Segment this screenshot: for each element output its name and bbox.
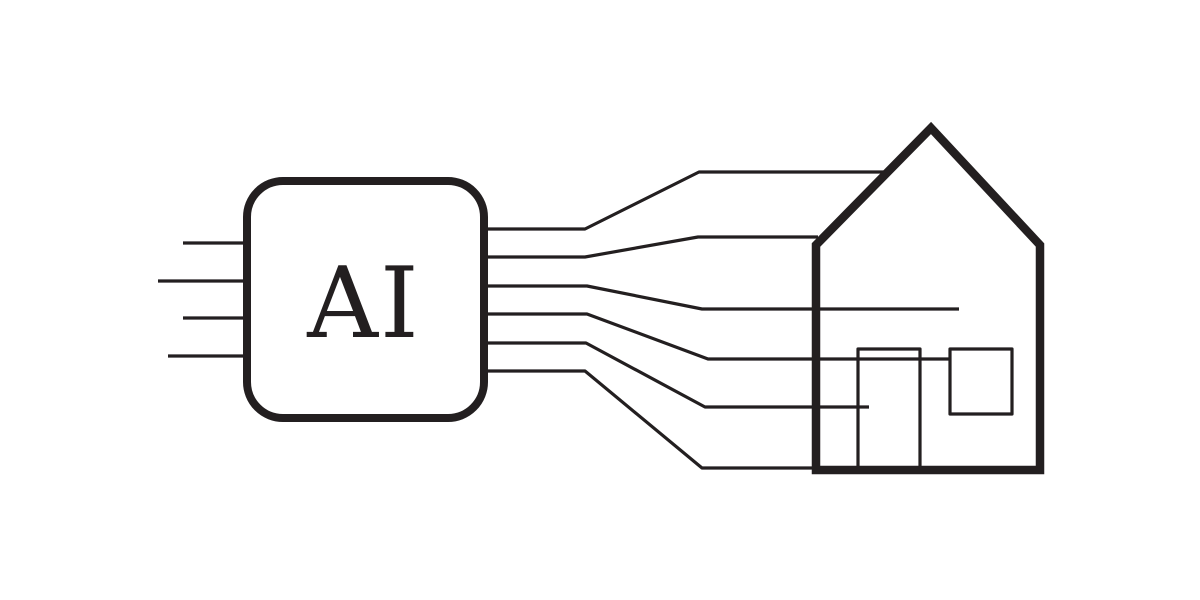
house-window — [948, 347, 1014, 416]
wire-6 — [485, 369, 814, 470]
wire-3 — [485, 284, 959, 311]
wire-4 — [485, 312, 950, 361]
connection-wires — [485, 170, 959, 470]
wire-2 — [485, 235, 818, 259]
house-door — [856, 347, 922, 469]
house-outline — [811, 121, 1045, 475]
house-icon — [811, 121, 1045, 475]
wire-5 — [485, 341, 869, 409]
diagram-ink: AI — [158, 121, 1045, 475]
chip-input-pins — [158, 241, 247, 358]
ai-chip-icon: AI — [158, 177, 488, 422]
chip-label: AI — [306, 247, 420, 361]
chip-body — [243, 177, 488, 422]
wire-1 — [485, 170, 888, 231]
